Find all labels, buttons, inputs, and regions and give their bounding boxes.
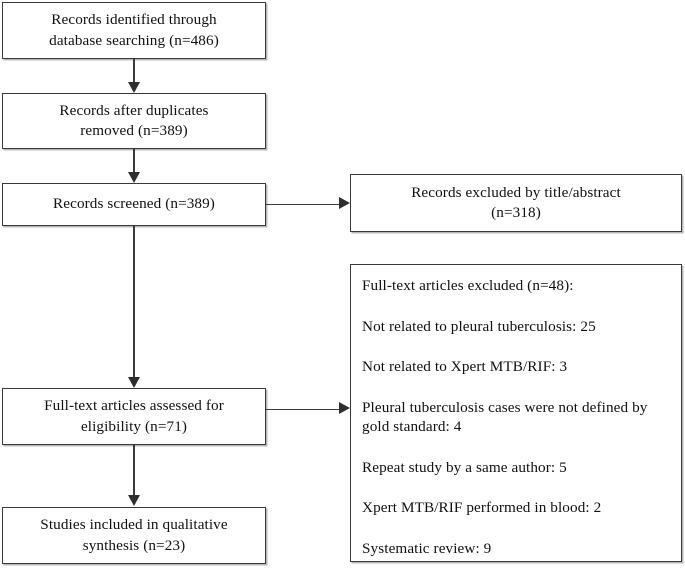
connector-screened-to-eligibility: [133, 226, 135, 378]
connector-duplicates-to-screened: [133, 149, 135, 173]
arrowhead-screened-to-excluded-screening: [339, 197, 350, 209]
node-records-identified-line2: database searching (n=486): [49, 31, 219, 49]
node-records-after-duplicates-line1: Records after duplicates: [59, 101, 209, 119]
node-records-excluded-screening-line1: Records excluded by title/abstract: [411, 183, 621, 201]
excluded-reason-item: Not related to pleural tuberculosis: 25: [362, 317, 596, 335]
node-records-after-duplicates-line2: removed (n=389): [80, 122, 188, 139]
node-studies-included-line1: Studies included in qualitative: [40, 516, 228, 534]
node-records-screened-line1: Records screened (n=389): [53, 195, 215, 213]
excluded-reason-item: Repeat study by a same author: 5: [362, 458, 567, 476]
connector-identified-to-duplicates: [133, 59, 135, 83]
node-records-after-duplicates: Records after duplicates removed (n=389): [2, 93, 266, 149]
node-studies-included-line2: synthesis (n=23): [82, 536, 186, 554]
arrowhead-eligibility-to-excluded-fulltext: [339, 402, 350, 414]
node-studies-included: Studies included in qualitative synthesi…: [2, 507, 266, 564]
excluded-reasons-heading: Full-text articles excluded (n=48):: [362, 277, 574, 294]
connector-eligibility-to-excluded-fulltext: [266, 408, 341, 411]
arrowhead-screened-to-eligibility: [127, 377, 140, 388]
node-records-excluded-screening: Records excluded by title/abstract (n=31…: [350, 174, 682, 232]
excluded-reason-item: Xpert MTB/RIF performed in blood: 2: [362, 499, 602, 517]
node-fulltext-assessed: Full-text articles assessed for eligibil…: [2, 388, 266, 445]
node-records-identified: Records identified through database sear…: [2, 2, 266, 59]
connector-screened-to-excluded-screening: [266, 203, 341, 206]
node-fulltext-assessed-line1: Full-text articles assessed for: [44, 397, 224, 415]
node-records-identified-line1: Records identified through: [51, 11, 217, 29]
node-fulltext-assessed-line2: eligibility (n=71): [80, 417, 188, 435]
excluded-reason-item: Pleural tuberculosis cases were not defi…: [362, 398, 648, 436]
excluded-reason-item: Systematic review: 9: [362, 539, 492, 557]
connector-eligibility-to-included: [133, 445, 135, 496]
arrowhead-duplicates-to-screened: [127, 172, 140, 183]
arrowhead-identified-to-duplicates: [127, 82, 140, 93]
node-records-excluded-screening-line2: (n=318): [491, 204, 541, 221]
node-records-screened: Records screened (n=389): [2, 183, 266, 226]
excluded-reason-item: Not related to Xpert MTB/RIF: 3: [362, 358, 568, 376]
arrowhead-eligibility-to-included: [127, 495, 140, 506]
node-fulltext-excluded-reasons: Full-text articles excluded (n=48): Not …: [350, 264, 682, 562]
